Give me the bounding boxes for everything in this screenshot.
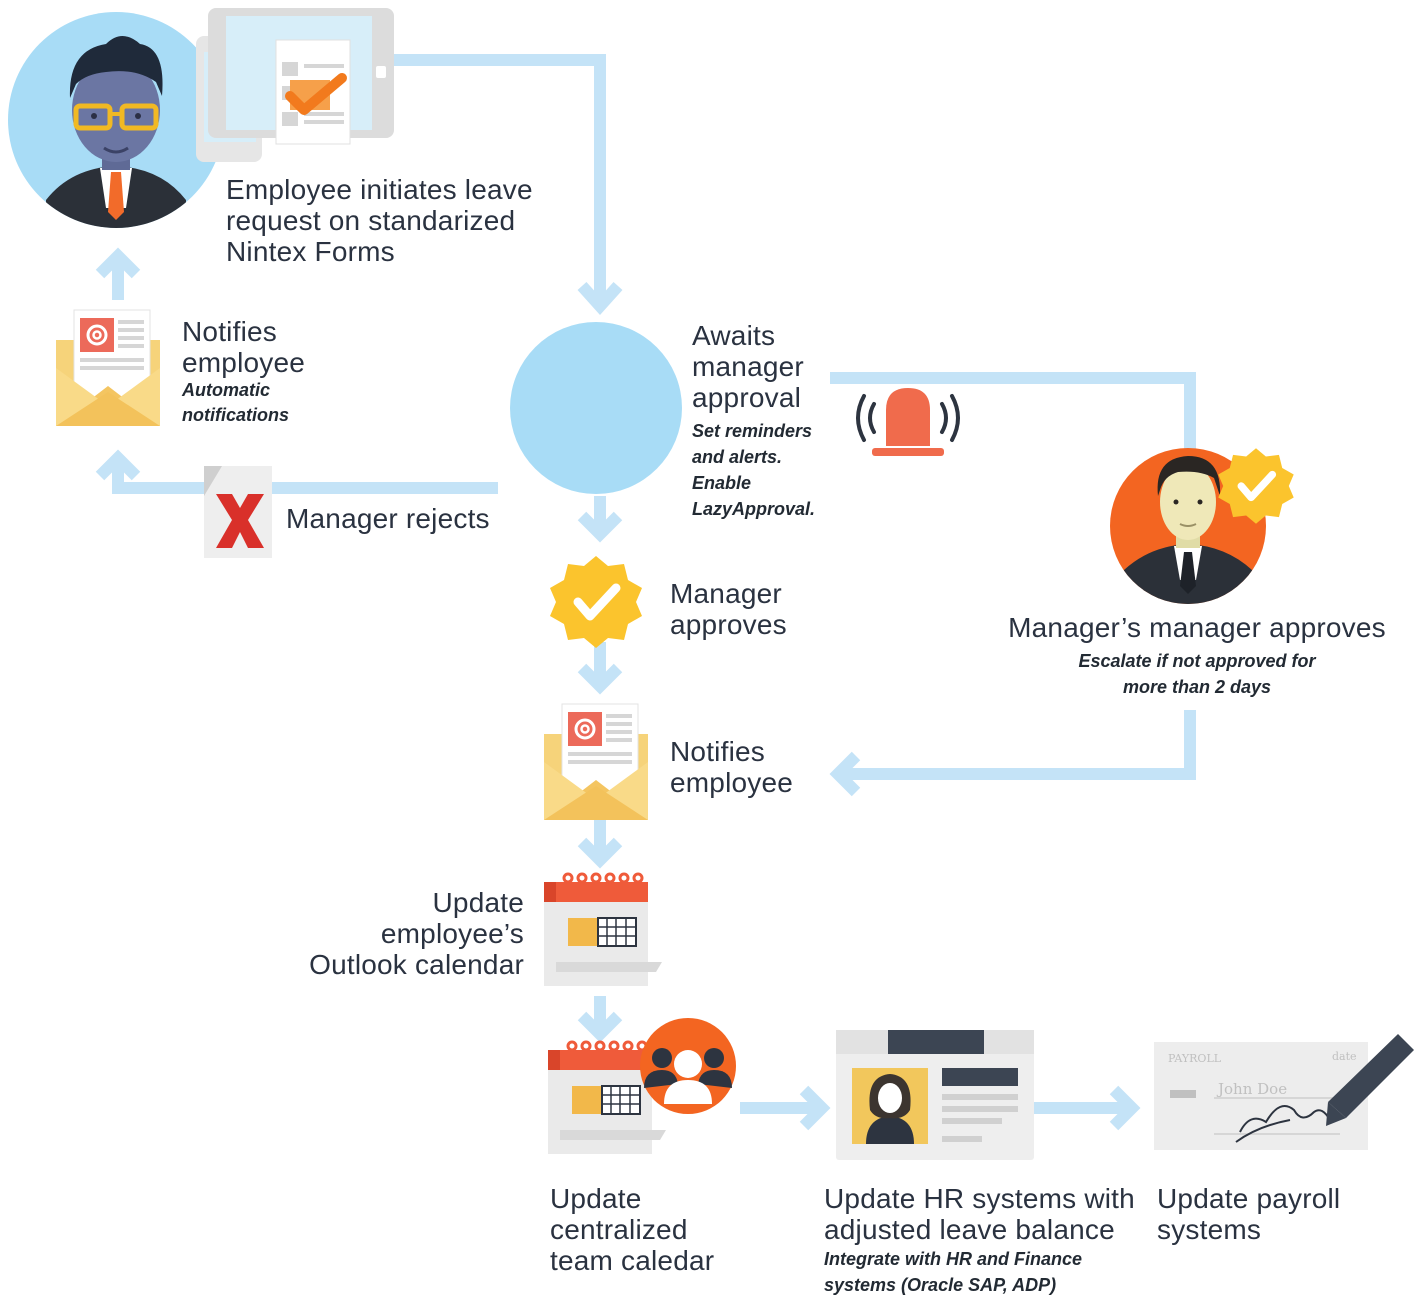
step-initiate-label: Employee initiates leave request on stan…: [226, 174, 533, 267]
step-notify-top-label: Notifies employee: [182, 316, 306, 378]
manager-avatar-icon: [510, 322, 682, 494]
connector-lines: [95, 54, 1196, 1131]
payroll-payee: John Doe: [1216, 1080, 1287, 1098]
bell-alert-icon: [856, 388, 960, 456]
team-group-icon: [640, 1018, 736, 1114]
connector-form-to-await: [392, 54, 606, 298]
approval-badge-icon: [550, 556, 642, 648]
step-team-label: Update centralized team caledar: [550, 1183, 715, 1276]
step-notify-mid-label: Notifies employee: [670, 736, 794, 798]
employee-avatar-icon: [8, 12, 224, 228]
email-envelope-icon: [542, 702, 650, 822]
step-escalate-note: Escalate if not approved for more than 2…: [1078, 651, 1316, 697]
step-outlook-label: Update employee’s Outlook calendar: [309, 887, 524, 980]
id-card-icon: [836, 1030, 1034, 1160]
step-awaits-label: Awaits manager approval: [692, 320, 804, 413]
step-payroll-label: Update payroll systems: [1157, 1183, 1341, 1245]
step-rejects-label: Manager rejects: [286, 503, 490, 534]
payroll-date-label: date: [1332, 1050, 1357, 1063]
step-notify-top-note: Automatic notifications: [182, 380, 289, 425]
step-approves-label: Manager approves: [670, 578, 787, 640]
email-envelope-icon: [54, 308, 162, 428]
calendar-icon: [542, 872, 664, 988]
rejected-document-icon: [204, 466, 272, 558]
step-hr-note: Integrate with HR and Finance systems (O…: [824, 1249, 1083, 1295]
tablet-form-icon: [196, 8, 394, 162]
step-hr-label: Update HR systems with adjusted leave ba…: [824, 1183, 1135, 1245]
step-escalate-label: Manager’s manager approves: [1008, 612, 1386, 643]
payroll-check-icon: PAYROLL date John Doe: [1154, 1042, 1368, 1150]
payroll-header: PAYROLL: [1168, 1052, 1222, 1065]
pen-icon: [1326, 1034, 1414, 1126]
step-awaits-note: Set reminders and alerts. Enable LazyApp…: [692, 421, 816, 519]
